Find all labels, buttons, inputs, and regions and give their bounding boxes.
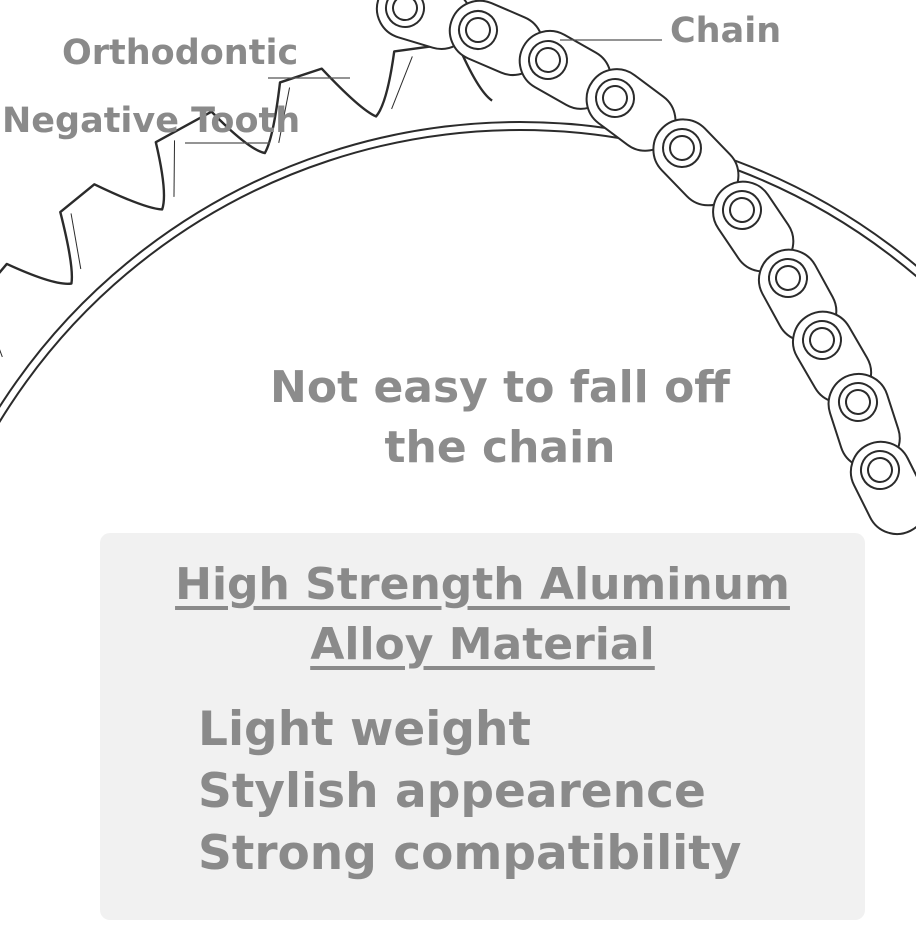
chainring-inner-rim: [0, 129, 916, 424]
material-title-line-1: High Strength Aluminum: [175, 559, 790, 610]
chainring-teeth: [0, 41, 916, 424]
chain-pin: [465, 17, 491, 43]
bicycle-chain: [375, 0, 916, 535]
tooth-edge-line: [0, 349, 3, 358]
chain-pin: [392, 0, 418, 21]
center-caption: Not easy to fall off the chain: [250, 358, 750, 478]
chain-pin: [535, 47, 561, 73]
chain-link: [712, 180, 795, 273]
chain-label: Chain: [670, 11, 782, 51]
chain-link: [585, 68, 677, 152]
callout-leader-lines: [185, 39, 662, 144]
tooth-edge-line: [278, 87, 291, 143]
chain-pin: [867, 457, 893, 483]
feature-list: Light weight Stylish appearence Strong c…: [198, 699, 741, 885]
chain-pin: [775, 265, 801, 291]
chain-pin: [602, 85, 628, 111]
feature-item-light-weight: Light weight: [198, 702, 531, 757]
negative-tooth-label: Negative Tooth: [2, 101, 301, 141]
chain-pin: [845, 389, 871, 415]
caption-line-2: the chain: [384, 422, 616, 473]
feature-item-stylish-appearence: Stylish appearence: [198, 764, 706, 819]
chain-pin: [809, 327, 835, 353]
tooth-profile: [0, 41, 493, 285]
tooth-edge-line: [391, 56, 413, 110]
chainring-inner-rim-edge: [0, 121, 916, 409]
feature-panel: High Strength Aluminum Alloy Material Li…: [100, 533, 865, 920]
material-title-line-2: Alloy Material: [310, 619, 655, 670]
chain-pin: [669, 135, 695, 161]
material-title: High Strength Aluminum Alloy Material: [100, 555, 865, 675]
chain-link: [375, 0, 473, 50]
chain-pin: [729, 197, 755, 223]
feature-item-strong-compatibility: Strong compatibility: [198, 826, 742, 881]
tooth-edge-line: [173, 140, 176, 197]
caption-line-1: Not easy to fall off: [270, 362, 730, 413]
chain-link: [849, 440, 916, 535]
tooth-edge-line: [70, 213, 82, 270]
orthodontic-label: Orthodontic: [62, 33, 299, 73]
